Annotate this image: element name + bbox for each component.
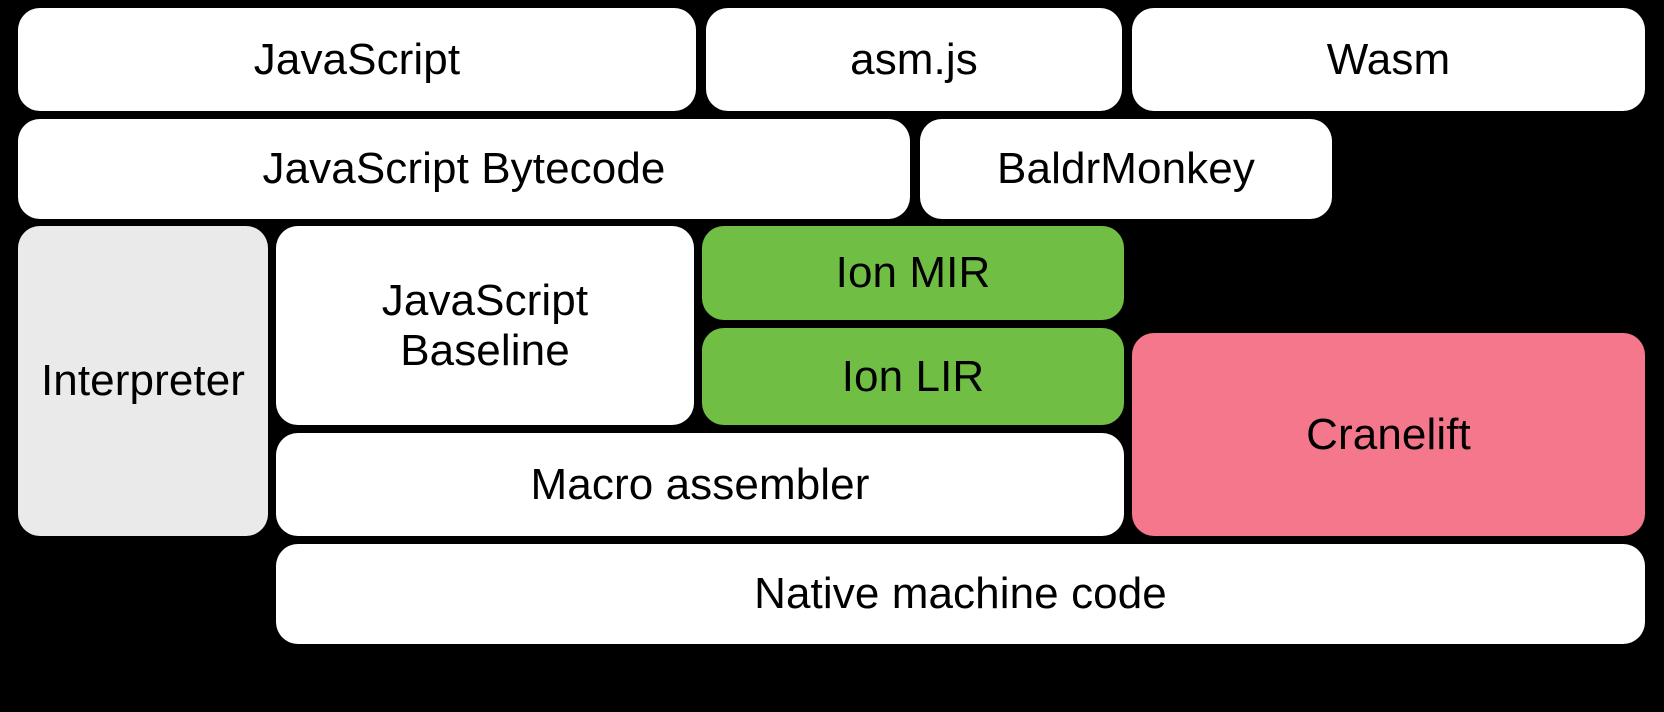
node-native-machine-code[interactable]: Native machine code — [276, 544, 1645, 644]
node-macro-assembler[interactable]: Macro assembler — [276, 433, 1124, 536]
node-wasm[interactable]: Wasm — [1132, 8, 1645, 111]
node-ion-lir[interactable]: Ion LIR — [702, 328, 1124, 425]
node-interpreter[interactable]: Interpreter — [18, 226, 268, 536]
node-javascript-bytecode[interactable]: JavaScript Bytecode — [18, 119, 910, 219]
node-cranelift[interactable]: Cranelift — [1132, 333, 1645, 536]
node-javascript-baseline[interactable]: JavaScript Baseline — [276, 226, 694, 425]
node-javascript[interactable]: JavaScript — [18, 8, 696, 111]
node-baldrmonkey[interactable]: BaldrMonkey — [920, 119, 1332, 219]
node-ion-mir[interactable]: Ion MIR — [702, 226, 1124, 320]
node-asm-js[interactable]: asm.js — [706, 8, 1122, 111]
